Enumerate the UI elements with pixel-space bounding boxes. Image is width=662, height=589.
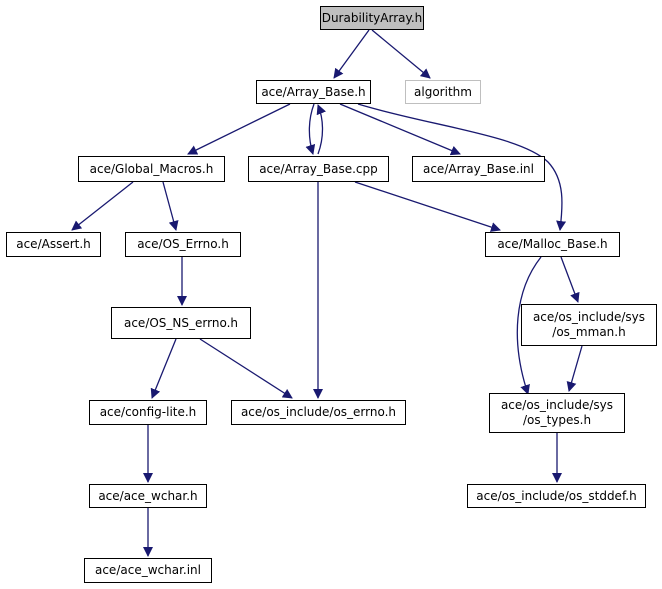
node-label: ace/os_include/os_errno.h [240,405,397,419]
edge-array-base-cpp-to-array-base-h [316,104,326,155]
node-label: ace/config-lite.h [99,405,197,419]
node-label: ace/ace_wchar.inl [94,563,201,577]
edge-durabilityarray-to-algorithm [371,29,431,79]
edge-array-base-cpp-to-malloc-base-h [354,181,501,232]
node-label: ace/Global_Macros.h [89,161,214,176]
node-durability-array-h[interactable]: DurabilityArray.h [320,6,424,30]
edge-global-macros-h-to-assert-h [71,181,134,231]
node-ace-wchar-h[interactable]: ace/ace_wchar.h [89,484,207,508]
node-algorithm[interactable]: algorithm [405,80,481,104]
node-malloc-base-h[interactable]: ace/Malloc_Base.h [485,232,620,257]
edge-os-ns-errno-h-to-config-lite-h [150,338,177,399]
node-label: ace/OS_Errno.h [137,237,229,251]
edge-array-base-h-to-array-base-cpp [305,103,316,155]
node-os-include-errno-h[interactable]: ace/os_include/os_errno.h [231,400,406,425]
node-label-line-2: /os_mman.h [552,325,626,339]
node-label-line-1: ace/os_include/sys [532,310,646,324]
edge-array-base-h-to-malloc-base-h [357,103,567,231]
edge-os-ns-errno-h-to-os-include-errno-h [199,338,293,399]
node-label: algorithm [414,84,472,99]
node-config-lite-h[interactable]: ace/config-lite.h [89,400,207,425]
edge-os-mman-h-to-os-types-h [566,345,583,392]
edge-durabilityarray-to-array-base-h [333,29,370,79]
node-os-stddef-h[interactable]: ace/os_include/os_stddef.h [467,484,646,508]
node-label: ace/ace_wchar.h [98,488,198,503]
node-label: ace/OS_NS_errno.h [123,315,239,330]
node-array-base-h[interactable]: ace/Array_Base.h [256,80,371,104]
edge-global-macros-h-to-os-errno-h [162,181,179,231]
node-label: DurabilityArray.h [321,10,423,25]
node-global-macros-h[interactable]: ace/Global_Macros.h [78,156,225,182]
node-label: ace/Array_Base.cpp [259,161,378,176]
node-os-types-h[interactable]: ace/os_include/sys /os_types.h [489,393,625,433]
node-os-ns-errno-h[interactable]: ace/OS_NS_errno.h [111,307,251,339]
node-label-line-1: ace/os_include/sys [500,398,614,412]
node-label: ace/Malloc_Base.h [497,237,608,251]
node-label-line-2: /os_types.h [522,413,592,427]
edge-array-base-h-to-global-macros-h [187,103,291,155]
edge-array-base-h-to-array-base-inl [339,103,461,156]
node-os-mman-h[interactable]: ace/os_include/sys /os_mman.h [521,304,657,346]
node-assert-h[interactable]: ace/Assert.h [6,232,101,257]
node-label: ace/Array_Base.h [261,84,366,99]
node-label: ace/Array_Base.inl [422,161,534,176]
node-array-base-cpp[interactable]: ace/Array_Base.cpp [248,156,389,182]
node-label: ace/Assert.h [16,237,91,251]
node-ace-wchar-inl[interactable]: ace/ace_wchar.inl [84,558,212,583]
edge-malloc-base-h-to-os-mman-h [560,256,580,303]
edge-malloc-base-h-to-os-types-h [516,256,542,395]
node-array-base-inl[interactable]: ace/Array_Base.inl [412,156,545,182]
node-os-errno-h[interactable]: ace/OS_Errno.h [125,232,241,257]
node-label: ace/os_include/os_stddef.h [476,488,637,503]
